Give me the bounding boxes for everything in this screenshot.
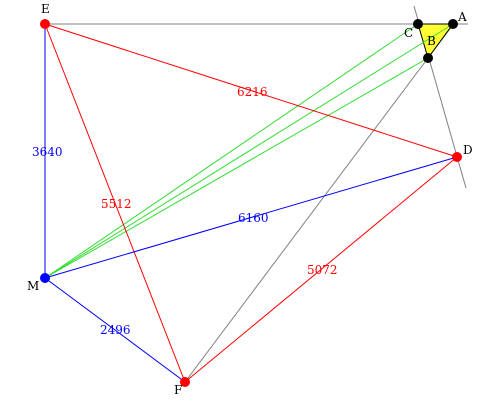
length-label-FD: 5072 <box>307 263 338 277</box>
segment-E-D <box>44 23 458 158</box>
point-A <box>448 19 458 29</box>
length-label-MF: 2496 <box>100 323 131 337</box>
point-M <box>40 273 50 283</box>
label-M: M <box>27 279 39 293</box>
length-label-ED: 6216 <box>237 85 268 99</box>
point-F <box>180 377 190 387</box>
segment-E-F <box>44 23 186 383</box>
green-line-M-C <box>44 23 419 279</box>
point-E <box>40 19 50 29</box>
length-label-EM: 3640 <box>32 145 63 159</box>
label-C: C <box>404 26 413 40</box>
line-F-B-extended <box>184 25 453 383</box>
green-line-M-B <box>44 57 429 279</box>
point-C <box>413 19 423 29</box>
green-line-M-A <box>44 23 454 279</box>
segment-M-D <box>44 156 458 279</box>
label-D: D <box>463 143 473 157</box>
length-label-EF: 5512 <box>101 197 132 211</box>
label-B: B <box>427 34 436 48</box>
point-D <box>452 152 462 162</box>
label-A: A <box>457 10 467 24</box>
label-E: E <box>41 2 50 16</box>
segment-M-F <box>44 277 186 383</box>
segment-F-D <box>184 156 458 383</box>
length-label-MD: 6160 <box>238 211 269 225</box>
triangle-ABC <box>417 23 454 60</box>
point-B <box>423 53 433 63</box>
label-F: F <box>174 383 182 397</box>
